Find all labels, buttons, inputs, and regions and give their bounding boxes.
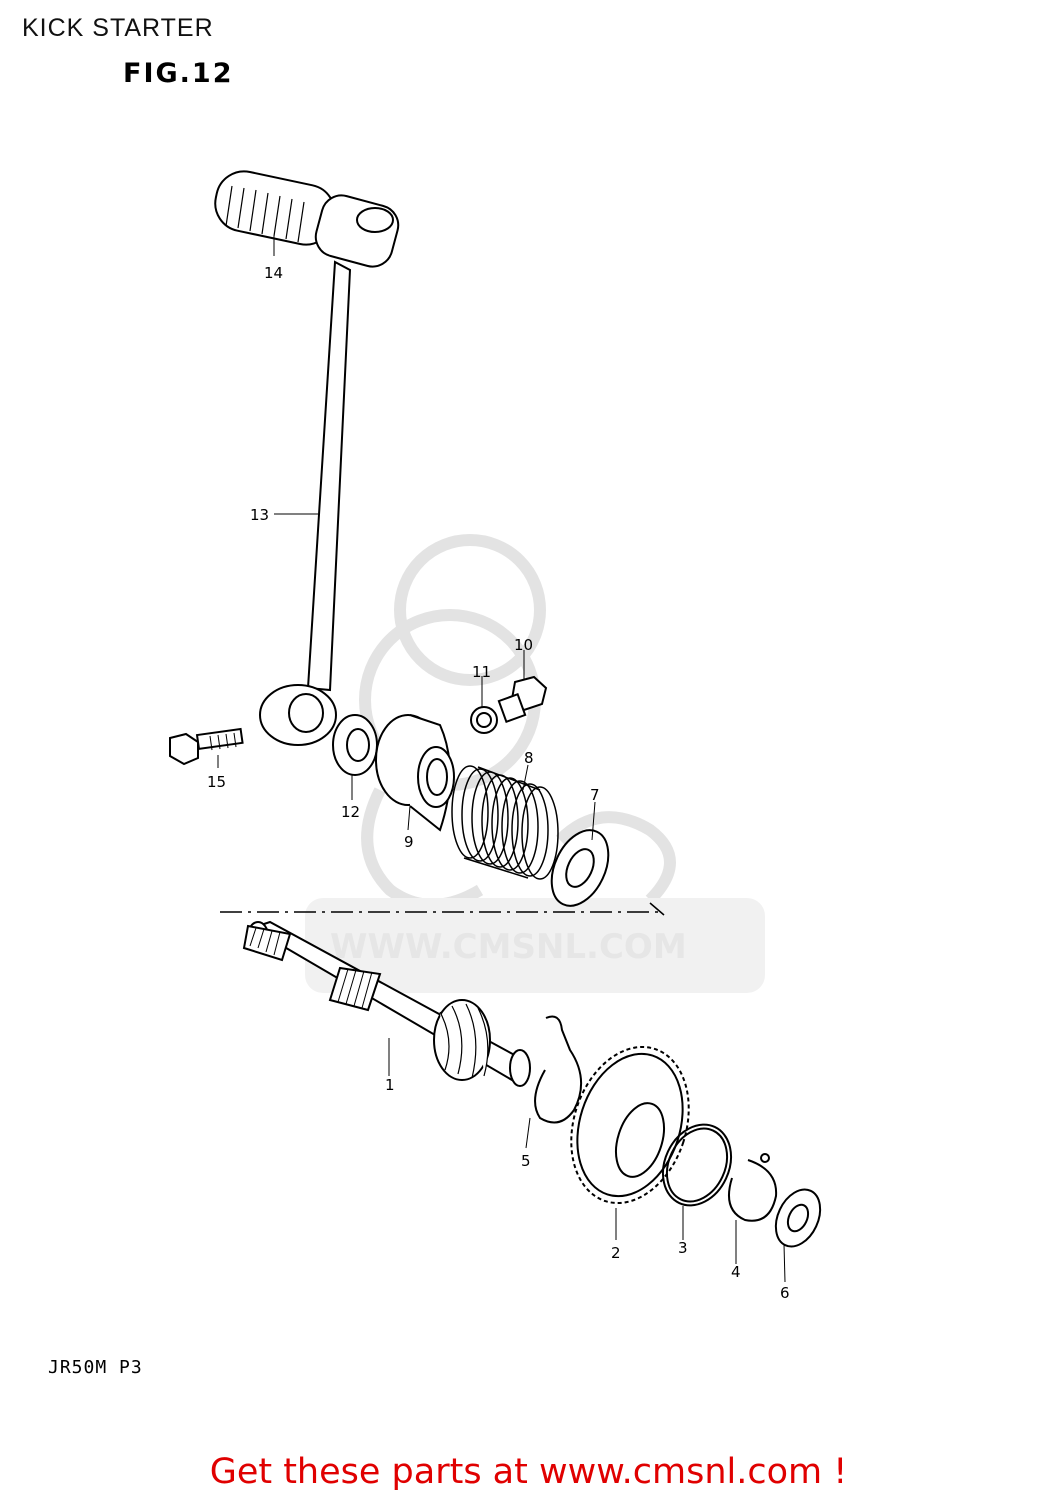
- callout-11: 11: [472, 663, 491, 681]
- callout-9: 9: [404, 833, 414, 851]
- ring[interactable]: [650, 1113, 744, 1216]
- spring-guide[interactable]: [375, 714, 455, 832]
- callout-8: 8: [524, 749, 534, 767]
- oil-seal[interactable]: [332, 714, 378, 776]
- stopper-bolt[interactable]: [497, 675, 548, 724]
- assembly-dashed-line: [220, 902, 665, 916]
- get-parts-link[interactable]: Get these parts at www.cmsnl.com !: [209, 1452, 848, 1492]
- watermark-text: WWW.CMSNL.COM: [330, 927, 687, 967]
- kick-starter-gear[interactable]: [552, 1032, 708, 1219]
- figure-label: FIG.12: [123, 58, 234, 89]
- kick-starter-shaft[interactable]: [242, 920, 531, 1087]
- callout-14: 14: [264, 264, 283, 282]
- callout-13: 13: [250, 506, 269, 524]
- callout-15: 15: [207, 773, 226, 791]
- callout-6: 6: [780, 1284, 790, 1302]
- callout-3: 3: [678, 1239, 688, 1257]
- callout-10: 10: [514, 636, 533, 654]
- callout-7: 7: [590, 786, 600, 804]
- callout-2: 2: [611, 1244, 621, 1262]
- callout-5: 5: [521, 1152, 531, 1170]
- circlip[interactable]: [728, 1153, 778, 1222]
- watermark: [305, 534, 765, 993]
- return-spring[interactable]: [451, 765, 559, 880]
- callout-4: 4: [731, 1263, 741, 1281]
- callout-12: 12: [341, 803, 360, 821]
- lever-bolt[interactable]: [169, 727, 244, 766]
- lever-grip[interactable]: [210, 166, 403, 271]
- end-washer[interactable]: [767, 1182, 829, 1253]
- leader-lines: [217, 236, 786, 1283]
- spring-washer[interactable]: [540, 821, 619, 915]
- model-code: JR50M P3: [48, 1357, 143, 1378]
- spring-clip[interactable]: [534, 1015, 583, 1124]
- callout-1: 1: [385, 1076, 395, 1094]
- kick-starter-lever[interactable]: [259, 260, 352, 746]
- page-title: KICK STARTER: [22, 14, 214, 42]
- small-washer[interactable]: [470, 706, 498, 734]
